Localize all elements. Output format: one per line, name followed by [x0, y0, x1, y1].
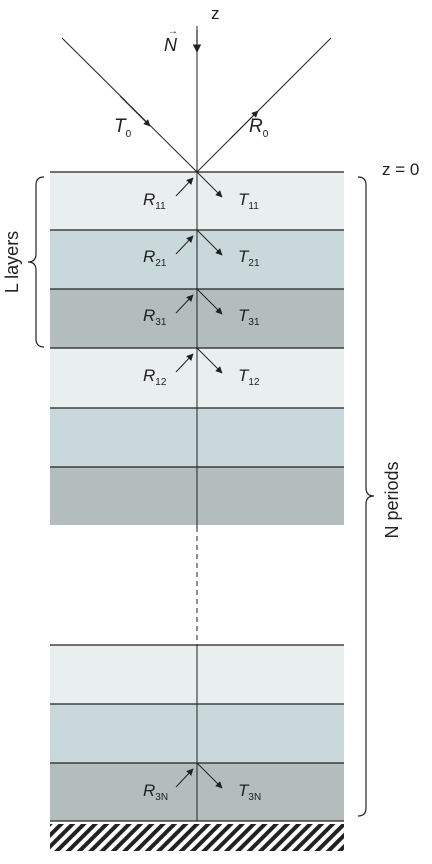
interface-2-rays	[175, 229, 223, 256]
transmit-label-12: T12	[238, 366, 260, 388]
reflected-beam-arrow	[229, 110, 259, 140]
interface-1-rays	[175, 171, 223, 198]
transmit-ray	[196, 171, 223, 198]
right-brace-label: N periods	[382, 461, 402, 538]
interface-4-rays	[175, 347, 223, 374]
transmit-label-3N: T3N	[238, 781, 261, 803]
transmit-label-11: T11	[238, 190, 259, 212]
reflect-label-31: R31	[143, 306, 167, 328]
incident-beam-arrow	[119, 95, 151, 127]
reflected-label: R0	[249, 116, 269, 140]
right-brace	[357, 176, 375, 817]
normal-vector-arrow: →	[168, 26, 178, 37]
left-brace	[27, 176, 45, 348]
incident-label: T0	[114, 116, 132, 140]
transmit-label-21: T21	[238, 247, 260, 269]
interface-3N-rays	[175, 762, 223, 789]
reflect-ray	[175, 177, 194, 197]
substrate-hatch	[50, 824, 344, 851]
transmit-ray	[196, 347, 223, 374]
reflected-beam	[196, 37, 332, 173]
reflect-label-11: R11	[143, 190, 166, 212]
reflect-ray	[175, 353, 194, 373]
normal-vector-label: N	[164, 35, 178, 55]
z-axis-label: z	[211, 4, 220, 23]
transmit-ray	[196, 288, 223, 315]
reflect-label-21: R21	[143, 247, 167, 269]
interface-3-rays	[175, 288, 223, 315]
transmit-label-31: T31	[238, 306, 260, 328]
left-brace-label: L layers	[2, 231, 22, 293]
reflect-ray	[175, 768, 194, 788]
transmit-ray	[196, 762, 223, 789]
reflect-ray	[175, 294, 194, 314]
reflect-label-3N: R3N	[143, 781, 168, 803]
transmit-ray	[196, 229, 223, 256]
reflect-ray	[175, 235, 194, 255]
reflect-label-12: R12	[143, 366, 167, 388]
origin-label: z = 0	[382, 160, 419, 179]
